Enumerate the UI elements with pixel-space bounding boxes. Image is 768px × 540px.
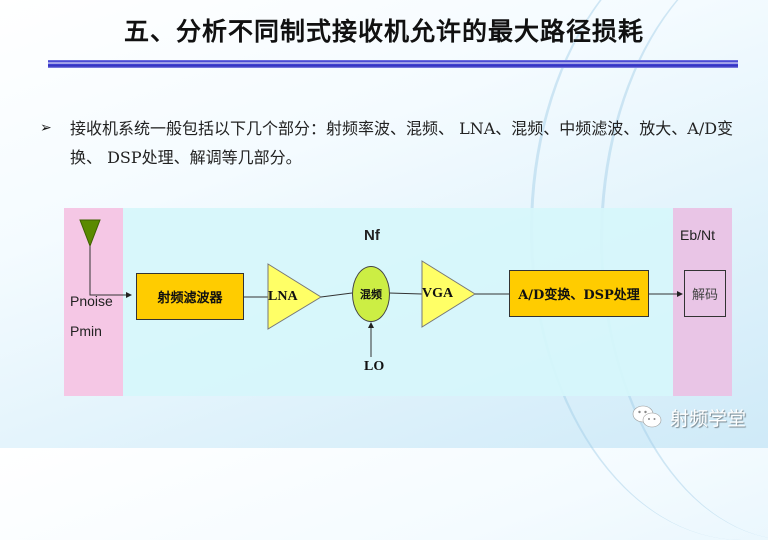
nf-label: Nf (364, 227, 380, 244)
bullet-text: 接收机系统一般包括以下几个部分：射频率波、混频、 LNA、混频、中频滤波、放大、… (70, 119, 734, 167)
mixer-block: 混频 (352, 266, 390, 322)
lna-amplifier-icon (267, 263, 322, 330)
antenna-icon (79, 219, 101, 248)
diagram-connections (79, 219, 683, 357)
lo-label: LO (364, 359, 385, 374)
bullet-arrow-icon: ➢ (40, 120, 52, 136)
watermark-text: 射频学堂 (670, 407, 747, 430)
ebnt-label: Eb/Nt (680, 227, 716, 243)
rf-filter-block: 射频滤波器 (136, 273, 244, 320)
title-divider (48, 60, 738, 68)
pnoise-label: Pnoise (70, 293, 113, 309)
decoder-zone (673, 208, 732, 396)
decoder-block: 解码 (684, 270, 726, 317)
watermark: 射频学堂 (632, 402, 746, 432)
bullet-paragraph: ➢ 接收机系统一般包括以下几个部分：射频率波、混频、 LNA、混频、中频滤波、放… (40, 114, 740, 172)
vga-amplifier-icon (421, 260, 476, 328)
antenna-zone (64, 208, 123, 396)
wechat-icon (632, 405, 662, 428)
pmin-label: Pmin (70, 323, 102, 339)
vga-label: VGA (422, 286, 454, 301)
slide-title: 五、分析不同制式接收机允许的最大路径损耗 (123, 17, 644, 46)
lna-label: LNA (268, 289, 298, 304)
adc-dsp-block: A/D变换、DSP处理 (509, 270, 649, 317)
